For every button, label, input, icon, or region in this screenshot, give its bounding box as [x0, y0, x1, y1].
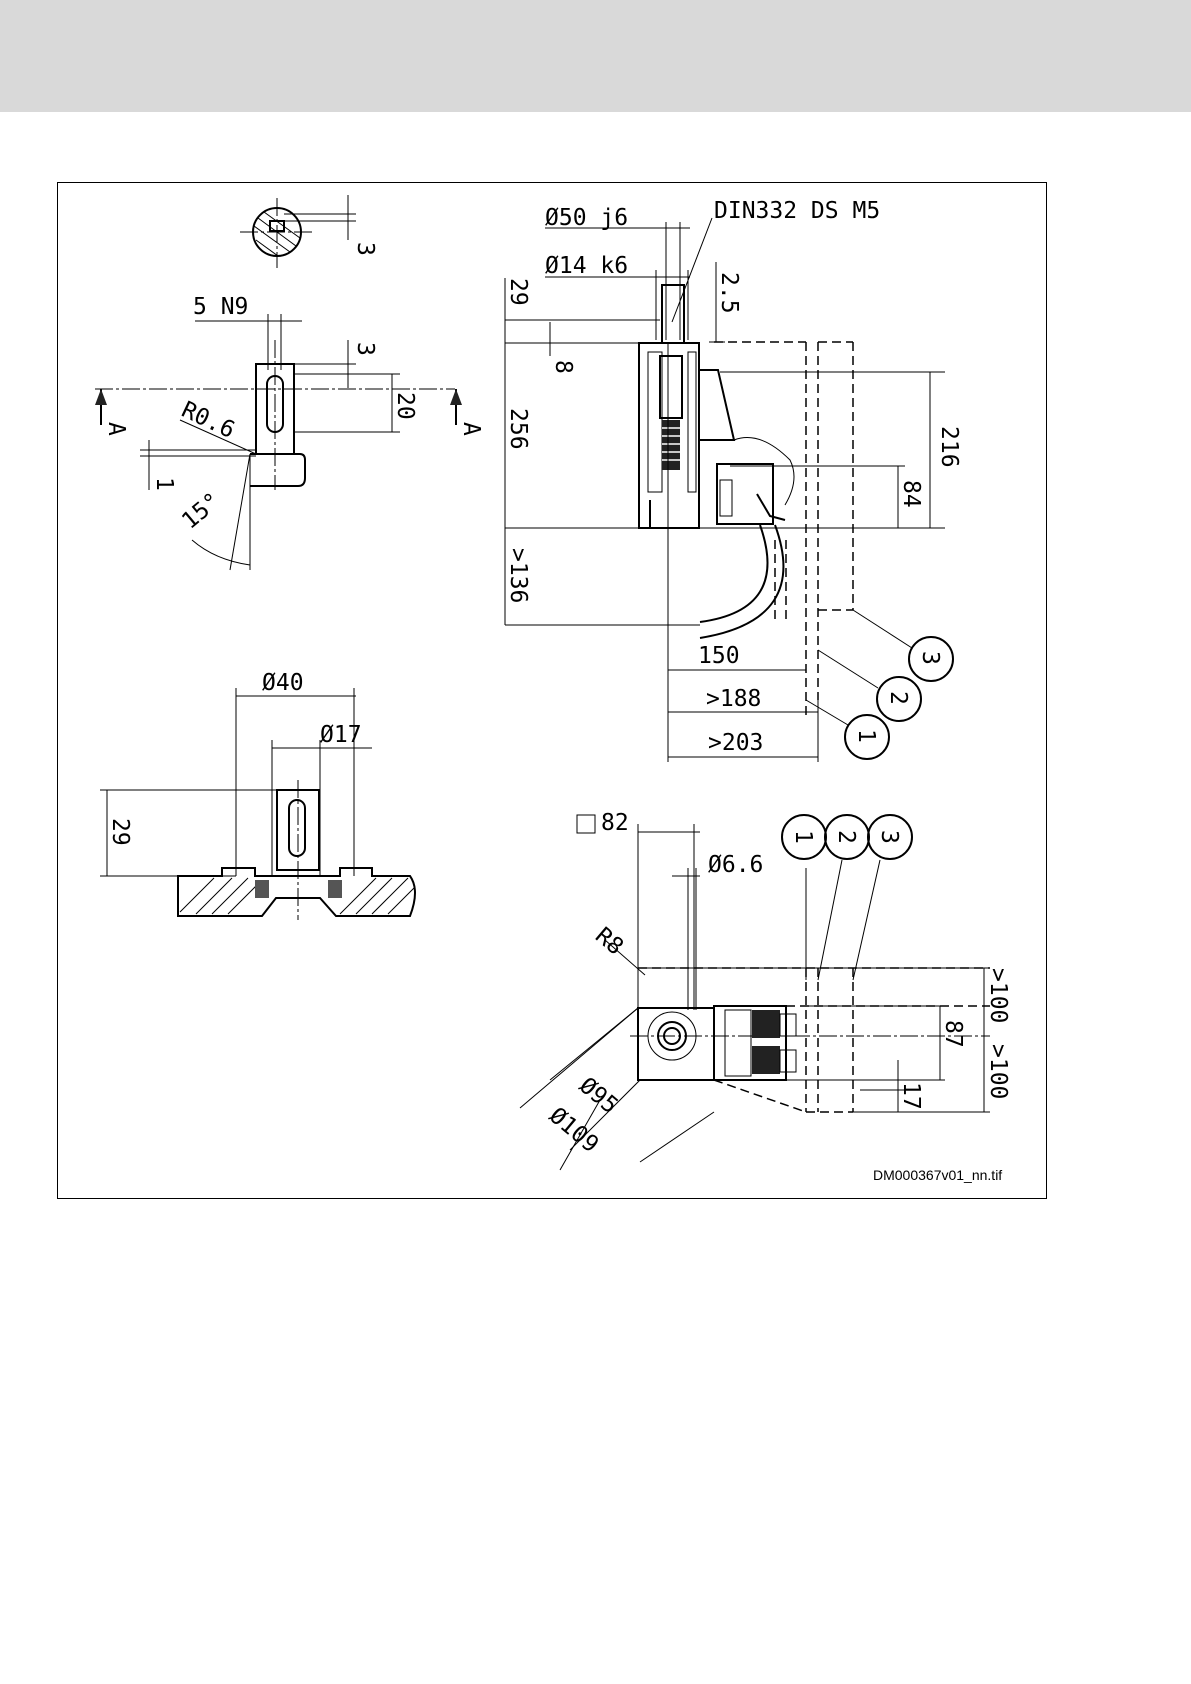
keyway-depth-side: 3: [352, 342, 378, 356]
section-label-right: A: [458, 422, 484, 436]
body-length-label: 256: [505, 408, 531, 450]
keyway-width-label: 5 N9: [193, 294, 248, 320]
flange-shaft-length: 29: [107, 818, 133, 846]
callout-1-front: 1: [790, 830, 816, 844]
bolt-circle-label: Ø95: [574, 1073, 623, 1120]
shaft-cross-section: [240, 195, 356, 268]
flange-thickness-label: 2.5: [716, 272, 742, 314]
dim-150-label: 150: [698, 643, 740, 669]
centering-bore-label: DIN332 DS M5: [714, 198, 880, 224]
shaft-diameter-label: Ø14 k6: [545, 253, 628, 279]
dim-17-label: 17: [898, 1082, 924, 1110]
section-label-left: A: [103, 422, 129, 436]
keyway-length: 20: [392, 392, 418, 420]
square-size-label: 82: [601, 810, 629, 836]
drawing-file-name: DM000367v01_nn.tif: [873, 1167, 1002, 1183]
dim-203-label: >203: [708, 730, 763, 756]
callout-3-side: 3: [917, 651, 943, 665]
hole-diameter-label: Ø6.6: [708, 852, 763, 878]
clearance-100-bottom-label: >100: [985, 1044, 1011, 1099]
spigot-label: 8: [550, 360, 576, 374]
pilot-diameter-label: Ø50 j6: [545, 205, 628, 231]
callout-3-front: 3: [876, 830, 902, 844]
keyway-depth-top: 3: [352, 242, 378, 256]
keyway-radius: R0.6: [177, 397, 238, 444]
clearance-100-top-label: >100: [985, 968, 1011, 1023]
flange-section: [100, 688, 415, 920]
dim-87-label: 87: [940, 1020, 966, 1048]
callout-2-side: 2: [885, 691, 911, 705]
callout-2-front: 2: [833, 830, 859, 844]
flange-shaft-diameter: Ø17: [320, 722, 362, 748]
rear-clearance-label: >136: [505, 548, 531, 603]
flange-pilot-diameter: Ø40: [262, 670, 304, 696]
keyway-side-view: 5 N9: [95, 294, 462, 570]
connector-height-label: 84: [898, 480, 924, 508]
keyway-angle: 15°: [177, 488, 226, 535]
outer-circle-label: Ø109: [544, 1103, 603, 1159]
callout-1-side: 1: [853, 729, 879, 743]
dim-188-label: >188: [706, 686, 761, 712]
keyway-offset: 1: [151, 477, 177, 491]
height-label: 216: [936, 426, 962, 468]
shaft-length-label: 29: [505, 278, 531, 306]
